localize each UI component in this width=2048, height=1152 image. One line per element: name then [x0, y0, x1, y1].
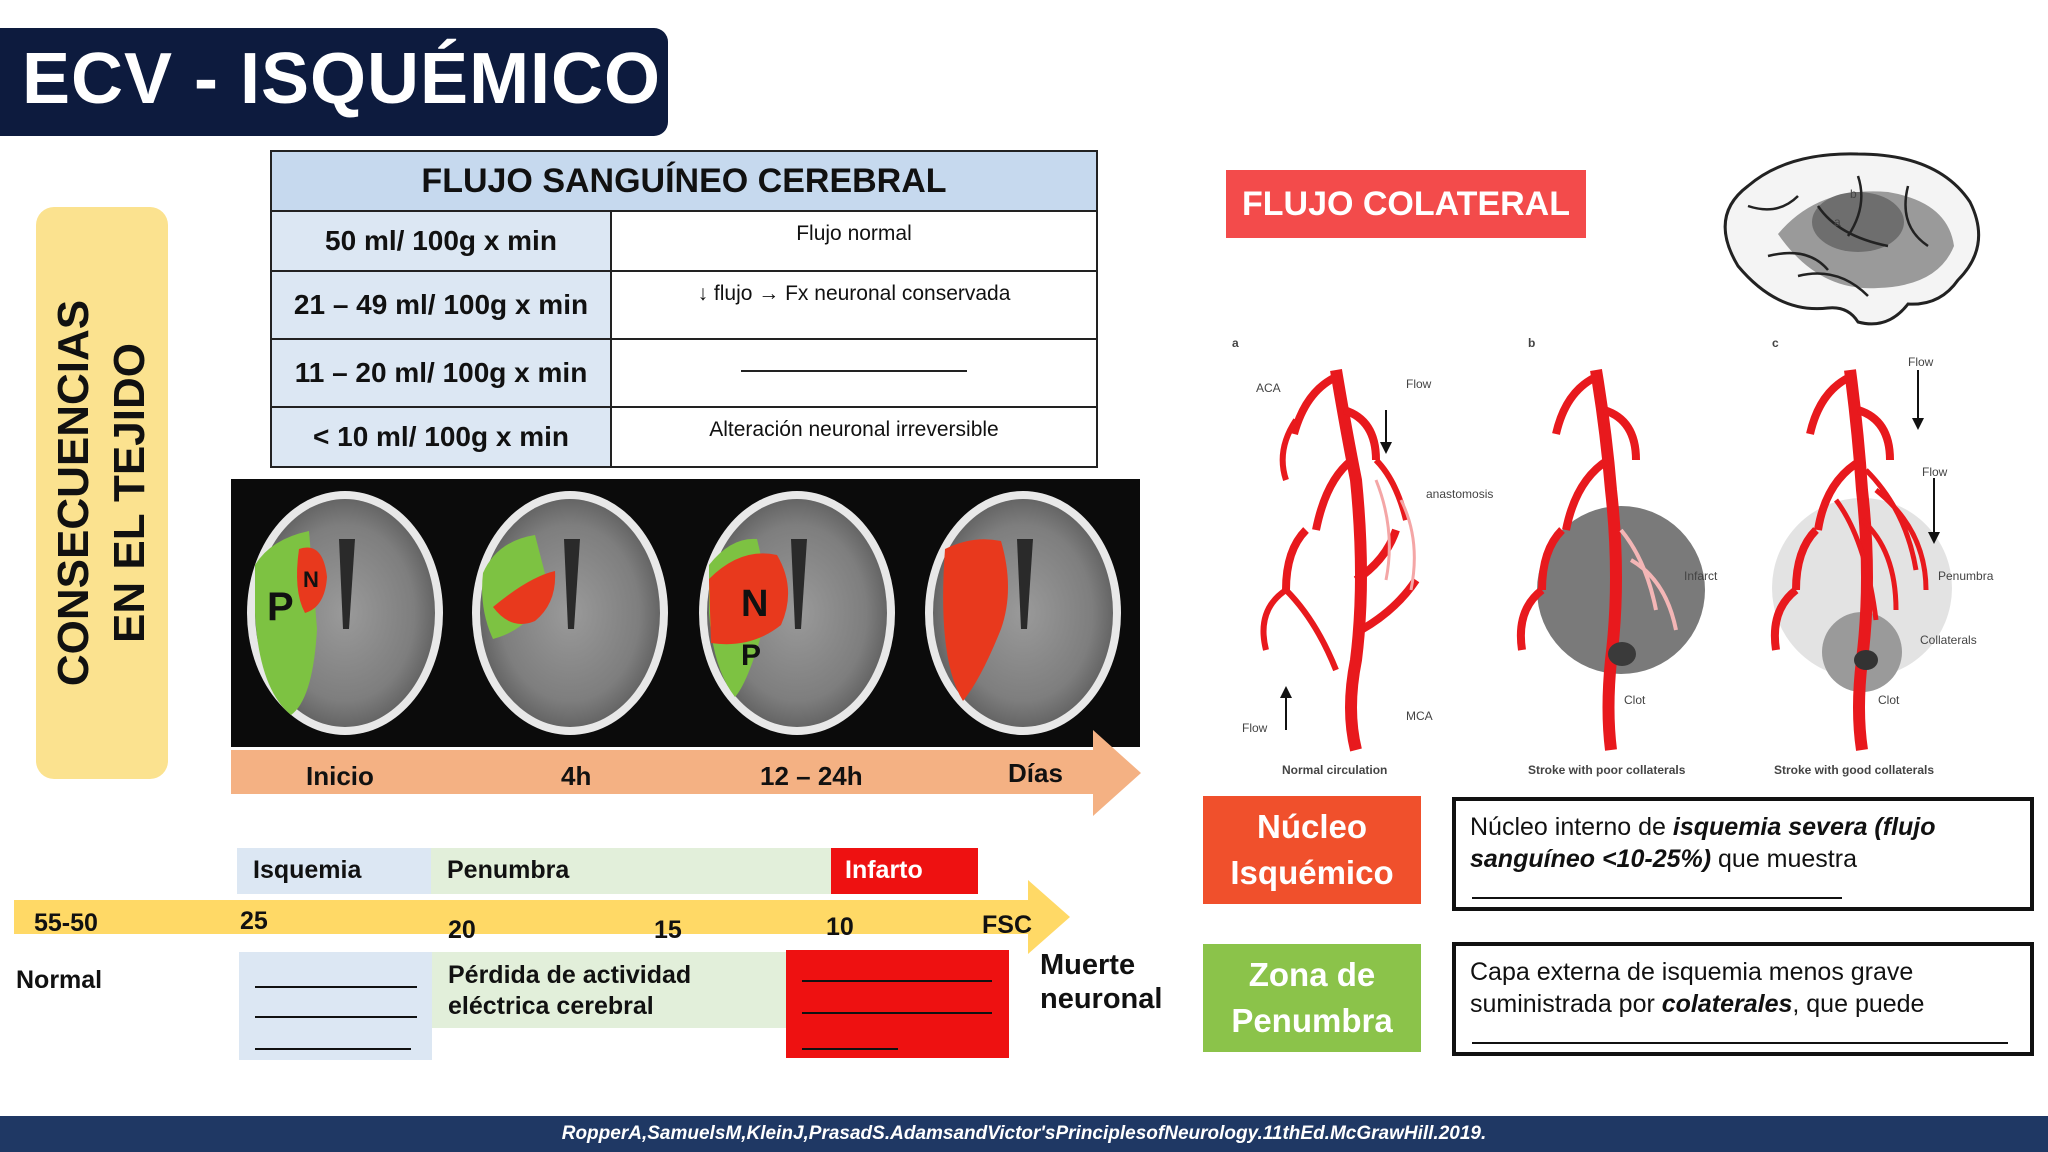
- nucleo-tag-text: Núcleo Isquémico: [1230, 808, 1394, 891]
- infarto-blanks: [786, 950, 1009, 1058]
- citation-footer: RopperA,SamuelsM,KleinJ,PrasadS.Adamsand…: [0, 1116, 2048, 1152]
- collateral-title: FLUJO COLATERAL: [1226, 170, 1586, 238]
- annot-clot: Clot: [1878, 693, 1900, 707]
- table-range: < 10 ml/ 100g x min: [270, 406, 612, 468]
- table-row: 21 – 49 ml/ 100g x min ↓ flujo → Fx neur…: [270, 270, 1098, 340]
- annot-anastomosis: anastomosis: [1426, 487, 1493, 501]
- panel-letter: b: [1528, 336, 1535, 350]
- table-range: 50 ml/ 100g x min: [270, 210, 612, 272]
- scale-label: FSC: [982, 911, 1032, 939]
- nucleo-def-pre: Núcleo interno de: [1470, 813, 1673, 841]
- fill-in-blank: [741, 370, 967, 372]
- table-desc: Flujo normal: [610, 210, 1098, 272]
- band-isquemia: Isquemia: [237, 848, 431, 894]
- table-row: 50 ml/ 100g x min Flujo normal: [270, 210, 1098, 272]
- timeline-label: Inicio: [306, 761, 374, 791]
- annot-penumbra: Penumbra: [1938, 569, 1994, 583]
- panel-normal-circulation: a ACA Flow anastomosis MCA Flow Normal c…: [1232, 336, 1493, 777]
- penumbra-def-emphasis: colaterales: [1661, 990, 1793, 1018]
- nucleo-def-post: que muestra: [1711, 845, 1857, 873]
- ct-scan-dias: [925, 491, 1121, 735]
- table-range: 11 – 20 ml/ 100g x min: [270, 338, 612, 408]
- cbf-table: FLUJO SANGUÍNEO CEREBRAL 50 ml/ 100g x m…: [270, 150, 1098, 468]
- ct-scans-illustration: [247, 491, 1121, 735]
- penumbra-def-post: , que puede: [1792, 990, 1925, 1018]
- zona-penumbra-tag: Zona de Penumbra: [1203, 944, 1421, 1052]
- annot-clot: Clot: [1624, 693, 1646, 707]
- panel-letter: c: [1772, 336, 1779, 350]
- panel-poor-collaterals: b Infarct Clot Stroke with poor collater…: [1516, 336, 1718, 777]
- label-p-scan3: P: [741, 639, 762, 672]
- isquemia-blanks: [239, 952, 432, 1060]
- annot-flow: Flow: [1242, 721, 1268, 735]
- scale-label: 25: [240, 907, 268, 935]
- annot-aca: ACA: [1256, 381, 1281, 395]
- ct-scans-panel: P N N P: [231, 479, 1140, 747]
- ct-scan-4h: [472, 491, 668, 735]
- penumbra-text-box: Pérdida de actividad eléctrica cerebral: [432, 952, 786, 1028]
- panel-good-collaterals: c Flow Flow Penumbra Collaterals Clot St…: [1770, 336, 1994, 777]
- annot-flow: Flow: [1406, 377, 1432, 391]
- scale-label: 10: [826, 913, 854, 941]
- collateral-diagrams: a ACA Flow anastomosis MCA Flow Normal c…: [1232, 336, 1994, 777]
- annot-collaterals: Collaterals: [1920, 633, 1977, 647]
- normal-label: Normal: [16, 966, 103, 994]
- nucleo-definition: Núcleo interno de isquemia severa (flujo…: [1452, 797, 2034, 911]
- table-desc-blank: [610, 338, 1098, 408]
- nucleo-isquemico-tag: Núcleo Isquémico: [1203, 796, 1421, 904]
- muerte-neuronal-label: Muerte neuronal: [1040, 949, 1163, 1015]
- panel-caption: Stroke with good collaterals: [1774, 763, 1934, 777]
- penumbra-definition: Capa externa de isquemia menos grave sum…: [1452, 942, 2034, 1056]
- table-row: < 10 ml/ 100g x min Alteración neuronal …: [270, 406, 1098, 468]
- label-n-scan1: N: [303, 567, 319, 592]
- brain-label-a: a: [1834, 215, 1841, 229]
- penumbra-tag-text: Zona de Penumbra: [1231, 956, 1393, 1039]
- cbf-scale-arrow: [14, 880, 1070, 954]
- panel-caption: Stroke with poor collaterals: [1528, 763, 1686, 777]
- brain-lateral-illustration: b a: [1723, 152, 1981, 326]
- scale-label: 55-50: [34, 909, 98, 937]
- label-n-scan3: N: [741, 583, 769, 625]
- brain-label-b: b: [1850, 187, 1857, 201]
- page-title: ECV - ISQUÉMICO: [22, 39, 662, 119]
- penumbra-def-pre: Capa externa de isquemia menos grave sum…: [1470, 958, 1914, 1018]
- side-label-line1: CONSECUENCIAS: [49, 299, 98, 687]
- table-header: FLUJO SANGUÍNEO CEREBRAL: [270, 150, 1098, 212]
- side-label: CONSECUENCIAS EN EL TEJIDO: [46, 300, 158, 686]
- side-label-box: [36, 207, 168, 779]
- panel-caption: Normal circulation: [1282, 763, 1387, 777]
- timeline-label: 12 – 24h: [760, 761, 863, 791]
- penumbra-description: Pérdida de actividad eléctrica cerebral: [448, 961, 692, 1020]
- annot-mca: MCA: [1406, 709, 1433, 723]
- ct-timeline-arrow: [231, 730, 1141, 816]
- ct-scan-12-24h: [699, 491, 895, 735]
- band-infarto: Infarto: [831, 848, 978, 894]
- scale-label: 15: [654, 916, 682, 944]
- annot-flow: Flow: [1908, 355, 1934, 369]
- timeline-label: Días: [1008, 758, 1063, 788]
- table-row: 11 – 20 ml/ 100g x min: [270, 338, 1098, 408]
- nucleo-def-emphasis: isquemia severa (flujo sanguíneo <10-25%…: [1470, 813, 1936, 873]
- panel-letter: a: [1232, 336, 1239, 350]
- annot-infarct: Infarct: [1684, 569, 1718, 583]
- table-range: 21 – 49 ml/ 100g x min: [270, 270, 612, 340]
- ct-scan-inicio: [247, 491, 443, 735]
- scale-label: 20: [448, 916, 476, 944]
- side-label-line2: EN EL TEJIDO: [105, 343, 154, 643]
- title-banner: [0, 28, 668, 136]
- table-desc: Alteración neuronal irreversible: [610, 406, 1098, 468]
- table-desc: ↓ flujo → Fx neuronal conservada: [610, 270, 1098, 340]
- label-p-scan1: P: [267, 585, 294, 629]
- timeline-label: 4h: [561, 761, 592, 791]
- band-penumbra: Penumbra: [431, 848, 831, 894]
- annot-flow: Flow: [1922, 465, 1948, 479]
